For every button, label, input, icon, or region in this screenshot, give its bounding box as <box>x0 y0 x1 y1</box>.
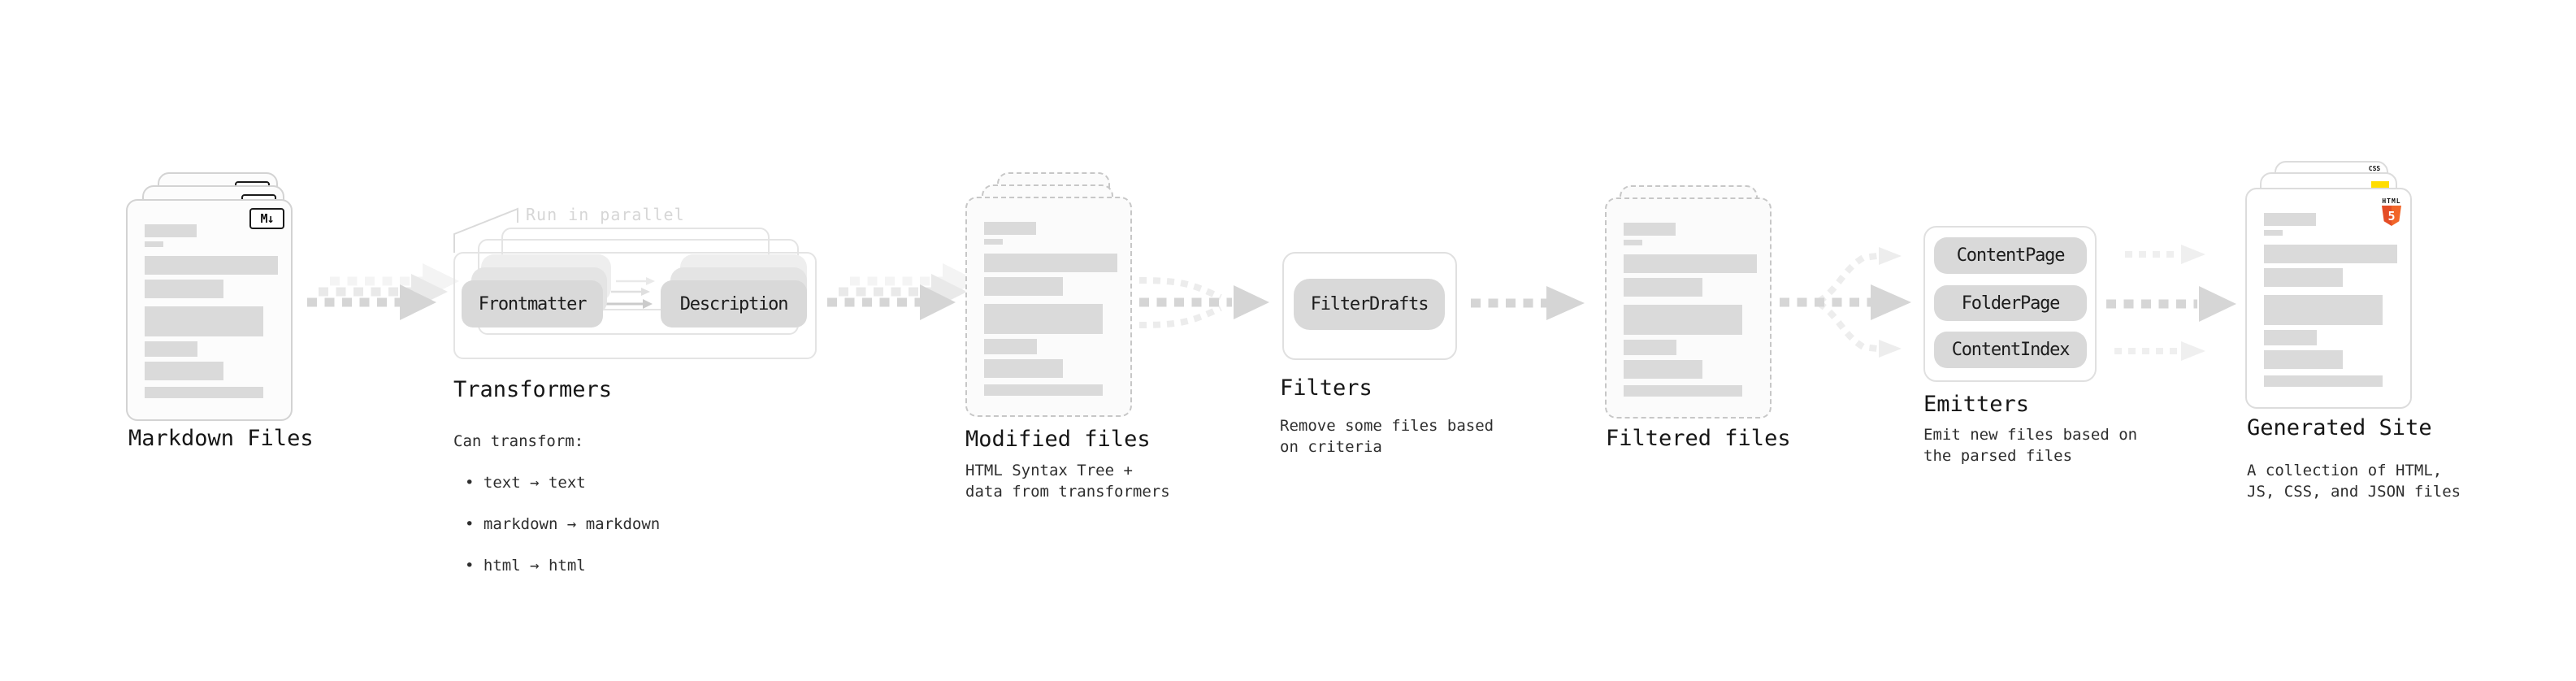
generated-site-label: Generated Site <box>2247 415 2432 440</box>
generated-site-caption: A collection of HTML, JS, CSS, and JSON … <box>2247 462 2461 501</box>
modified-files-label: Modified files <box>965 427 1151 452</box>
arrow-filtered-to-emitters <box>1780 247 1911 358</box>
filtered-file-card-front <box>1605 197 1772 419</box>
filters-caption: Remove some files based on criteria <box>1280 417 1494 456</box>
arrow-markdown-to-transformers <box>307 263 459 320</box>
arrow-filters-to-filtered <box>1471 286 1585 320</box>
contentpage-pill: ContentPage <box>1934 237 2087 274</box>
transformers-caption: Can transform: • text → text • markdown … <box>453 410 660 597</box>
arrow-emitters-to-site <box>2106 245 2236 361</box>
markdown-icon: M↓ <box>249 208 284 229</box>
js-icon <box>2371 181 2389 189</box>
contentindex-pill: ContentIndex <box>1934 332 2087 368</box>
filters-label: Filters <box>1280 375 1373 401</box>
arrow-modified-to-filters <box>1138 277 1269 328</box>
transformers-label: Transformers <box>453 377 613 402</box>
site-card-html: HTML 5 <box>2245 188 2412 409</box>
note-leader-line <box>453 207 518 253</box>
caption-bullet: • html → html <box>465 557 586 575</box>
filtered-files-label: Filtered files <box>1606 426 1791 451</box>
emitters-label: Emitters <box>1923 392 2030 417</box>
caption-bullet: • text → text <box>465 474 586 492</box>
frontmatter-pill: Frontmatter <box>462 280 603 327</box>
filterdrafts-pill: FilterDrafts <box>1294 279 1445 330</box>
description-pill: Description <box>661 280 807 327</box>
folderpage-pill: FolderPage <box>1934 285 2087 321</box>
caption-line: Can transform: <box>453 432 584 450</box>
transformers-box-front <box>453 252 817 359</box>
transformer-pill-arrows <box>606 277 655 309</box>
markdown-file-card-front: M↓ <box>126 199 293 421</box>
arrow-transformers-to-modified <box>827 263 978 320</box>
emitters-caption: Emit new files based on the parsed files <box>1923 426 2138 465</box>
modified-file-card-front <box>965 197 1132 417</box>
html5-icon: HTML 5 <box>2381 197 2402 226</box>
caption-bullet: • markdown → markdown <box>465 515 661 533</box>
markdown-files-label: Markdown Files <box>128 426 314 451</box>
run-in-parallel-note: Run in parallel <box>526 205 685 224</box>
modified-files-caption: HTML Syntax Tree + data from transformer… <box>965 462 1170 501</box>
